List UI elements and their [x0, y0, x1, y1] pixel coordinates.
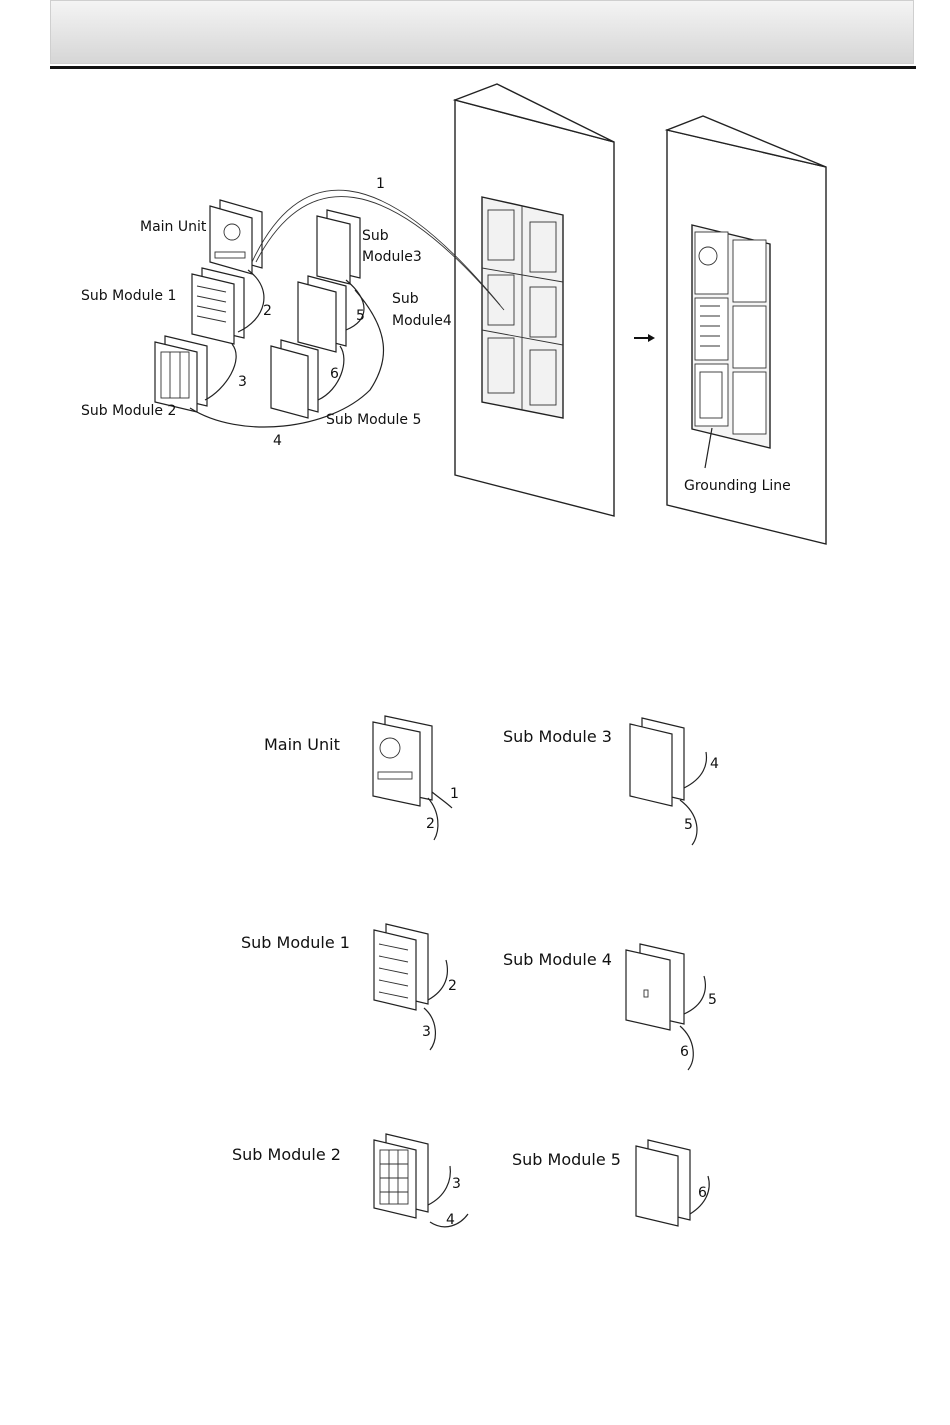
- cable-number-3: 3: [238, 374, 247, 390]
- bottom-sub-module-5: [636, 1140, 709, 1226]
- main-unit-number-1: 1: [450, 786, 459, 802]
- cable-number-6: 6: [330, 366, 339, 382]
- top-sub-module-1: [192, 268, 244, 344]
- sub-module-5-number-6: 6: [698, 1185, 707, 1201]
- main-unit-number-2: 2: [426, 816, 435, 832]
- bottom-main-unit: [373, 716, 452, 840]
- label-sub-module-1-bottom: Sub Module 1: [241, 933, 350, 952]
- label-main-unit-top: Main Unit: [140, 219, 207, 235]
- wall-box-open: [455, 84, 614, 516]
- cable-number-4: 4: [273, 433, 282, 449]
- label-sub-module-5-top: Sub Module 5: [326, 412, 421, 428]
- sub-module-2-number-4: 4: [446, 1212, 455, 1228]
- bottom-illustration: Main Unit 1 2 Sub Module 3 4 5 Sub Modul…: [232, 716, 719, 1228]
- cable-number-5: 5: [356, 308, 365, 324]
- sub-module-2-number-3: 3: [452, 1176, 461, 1192]
- bottom-sub-module-3: [630, 718, 706, 845]
- bottom-sub-module-1: [374, 924, 447, 1050]
- sub-module-4-number-6: 6: [680, 1044, 689, 1060]
- sub-module-4-number-5: 5: [708, 992, 717, 1008]
- cable-number-1: 1: [376, 176, 385, 192]
- sub-module-1-number-2: 2: [448, 978, 457, 994]
- label-sub-module-3-top-line1: Sub: [362, 228, 389, 244]
- label-grounding-line: Grounding Line: [684, 478, 791, 494]
- label-sub-module-4-top-line1: Sub: [392, 291, 419, 307]
- arrow-icon: [634, 334, 655, 342]
- label-sub-module-2-bottom: Sub Module 2: [232, 1145, 341, 1164]
- label-sub-module-2-top: Sub Module 2: [81, 403, 176, 419]
- sub-module-3-number-5: 5: [684, 817, 693, 833]
- sub-module-3-number-4: 4: [710, 756, 719, 772]
- bottom-sub-module-4: [626, 944, 705, 1070]
- label-sub-module-1-top: Sub Module 1: [81, 288, 176, 304]
- label-sub-module-3-bottom: Sub Module 3: [503, 727, 612, 746]
- label-sub-module-4-top-line2: Module4: [392, 313, 452, 329]
- top-sub-module-3: [317, 210, 360, 284]
- label-sub-module-4-bottom: Sub Module 4: [503, 950, 612, 969]
- label-main-unit-bottom: Main Unit: [264, 735, 340, 754]
- top-main-unit: [210, 200, 262, 274]
- wall-box-assembled: Grounding Line: [667, 116, 826, 544]
- label-sub-module-3-top-line2: Module3: [362, 249, 422, 265]
- top-sub-module-4: [298, 276, 346, 352]
- sub-module-1-number-3: 3: [422, 1024, 431, 1040]
- cable-number-2: 2: [263, 303, 272, 319]
- top-sub-module-5: [271, 340, 318, 418]
- label-sub-module-5-bottom: Sub Module 5: [512, 1150, 621, 1169]
- top-illustration: Grounding Line Main Unit Sub Module 1: [81, 84, 826, 544]
- top-sub-module-2: [155, 336, 207, 412]
